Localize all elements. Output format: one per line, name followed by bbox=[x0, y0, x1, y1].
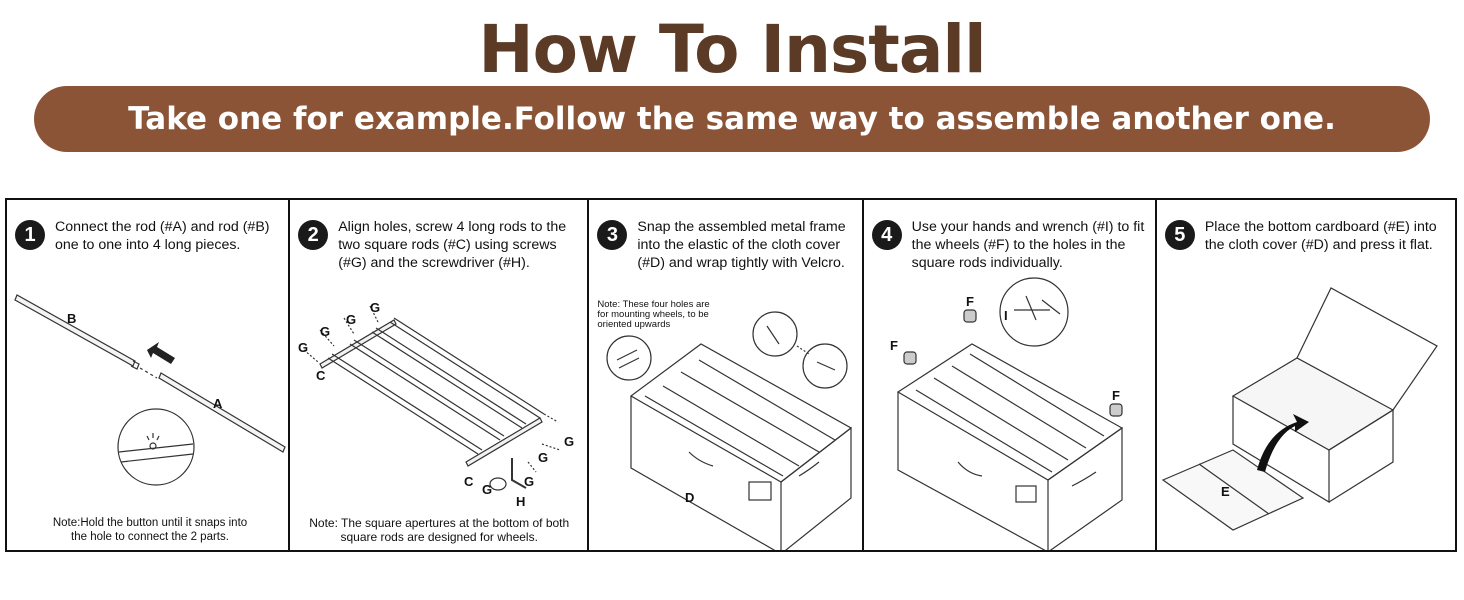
step-2-text: Align holes, screw 4 long rods to the tw… bbox=[338, 219, 567, 271]
step-4-number-badge: 4 bbox=[871, 220, 902, 250]
step-3-cover-illustration: D bbox=[606, 311, 853, 550]
label-g: G bbox=[524, 474, 534, 489]
label-f: F bbox=[890, 338, 898, 353]
step-4-wheels-illustration: F F F I bbox=[890, 277, 1123, 550]
label-b: B bbox=[67, 311, 76, 326]
step-3-note: Note: These four holes are for mounting … bbox=[597, 299, 710, 330]
label-f: F bbox=[966, 294, 974, 309]
step-2-note: Note: The square apertures at the bottom… bbox=[309, 516, 570, 544]
label-a: A bbox=[213, 396, 223, 411]
steps-panel: 1 Connect the rod (#A) and rod (#B) one … bbox=[5, 198, 1457, 552]
label-e: E bbox=[1221, 484, 1230, 499]
step-2-frame-illustration: G G G G C G G G C G H bbox=[298, 300, 574, 509]
label-g: G bbox=[370, 300, 380, 315]
step-4-text: Use your hands and wrench (#I) to fit th… bbox=[911, 219, 1145, 271]
label-g: G bbox=[482, 482, 492, 497]
step-1-note: Note:Hold the button until it snaps into… bbox=[52, 517, 248, 543]
label-d: D bbox=[685, 490, 694, 505]
step-3-number-badge: 3 bbox=[597, 220, 628, 250]
label-i: I bbox=[1004, 308, 1008, 323]
label-g: G bbox=[564, 434, 574, 449]
step-1-number-badge: 1 bbox=[15, 220, 45, 250]
step-4: 4 Use your hands and wrench (#I) to fit … bbox=[864, 200, 1157, 550]
step-2-number-badge: 2 bbox=[298, 220, 329, 250]
step-5-text: Place the bottom cardboard (#E) into the… bbox=[1204, 219, 1437, 253]
label-g: G bbox=[346, 312, 356, 327]
step-2: 2 Align holes, screw 4 long rods to the … bbox=[290, 200, 590, 550]
label-c: C bbox=[464, 474, 474, 489]
label-g: G bbox=[538, 450, 548, 465]
step-3: 3 Snap the assembled metal frame into th… bbox=[589, 200, 864, 550]
step-1-rod-illustration: B A bbox=[14, 294, 286, 486]
step-1: 1 Connect the rod (#A) and rod (#B) one … bbox=[7, 200, 291, 550]
step-5-cardboard-illustration: E bbox=[1161, 287, 1438, 531]
label-f: F bbox=[1112, 388, 1120, 403]
instruction-banner: Take one for example.Follow the same way… bbox=[34, 86, 1430, 152]
page-title: How To Install bbox=[478, 11, 986, 88]
label-g: G bbox=[320, 324, 330, 339]
step-5: 5 Place the bottom cardboard (#E) into t… bbox=[1157, 200, 1455, 550]
step-5-number-badge: 5 bbox=[1164, 220, 1195, 250]
step-3-text: Snap the assembled metal frame into the … bbox=[637, 219, 846, 271]
label-g: G bbox=[298, 340, 308, 355]
label-c: C bbox=[316, 368, 326, 383]
label-h: H bbox=[516, 494, 525, 509]
step-1-text: Connect the rod (#A) and rod (#B) one to… bbox=[55, 219, 270, 253]
